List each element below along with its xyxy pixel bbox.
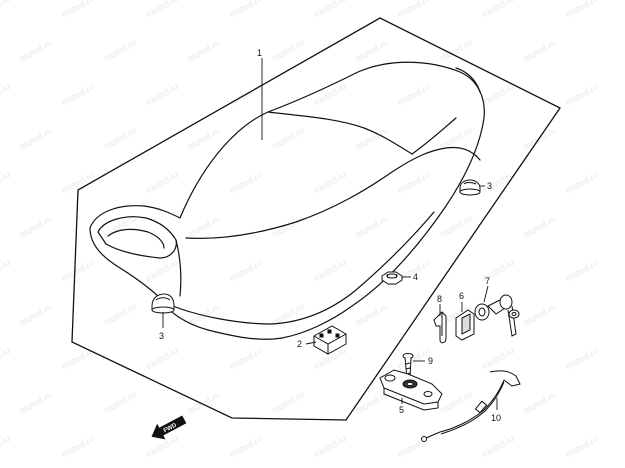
- watermark-text: motod.ru: [438, 389, 474, 415]
- callout-8: 8: [437, 294, 442, 304]
- watermark-text: motod.ru: [354, 213, 390, 239]
- watermark-text: motod.ru: [228, 257, 264, 283]
- callout-4: 4: [413, 272, 418, 282]
- watermark-text: motod.ru: [60, 81, 96, 107]
- callout-1: 1: [257, 48, 262, 58]
- watermark-text: motod.ru: [0, 81, 12, 107]
- watermark-text: motod.ru: [480, 345, 516, 371]
- watermark-text: motod.ru: [312, 257, 348, 283]
- watermark-text: motod.ru: [480, 169, 516, 195]
- callout-3-right: 3: [487, 181, 492, 191]
- cushion-right: [459, 179, 481, 196]
- seat: [89, 61, 485, 340]
- clip: [433, 311, 447, 344]
- watermark-text: motod.ru: [186, 213, 222, 239]
- watermark-text: motod.ru: [480, 81, 516, 107]
- watermark-text: motod.ru: [0, 257, 12, 283]
- watermark-text: motod.ru: [0, 0, 12, 20]
- watermark-text: motod.ru: [564, 169, 600, 195]
- watermark-text: motod.ru: [18, 389, 54, 415]
- watermark-text: motod.ru: [396, 169, 432, 195]
- watermark-text: motod.ru: [522, 301, 558, 327]
- watermark-text: motod.ru: [312, 0, 348, 20]
- watermark-text: motod.ru: [60, 257, 96, 283]
- watermark-text: motod.ru: [270, 37, 306, 63]
- callout-3-left: 3: [159, 331, 164, 341]
- watermark-text: motod.ru: [480, 0, 516, 20]
- watermark-text: motod.ru: [18, 37, 54, 63]
- watermark-text: motod.ru: [312, 169, 348, 195]
- callout-7: 7: [485, 276, 490, 286]
- watermark-text: motod.ru: [60, 345, 96, 371]
- callout-6: 6: [459, 291, 464, 301]
- bolt: [402, 353, 414, 379]
- watermark-text: motod.ru: [102, 37, 138, 63]
- watermark-text: motod.ru: [144, 0, 180, 20]
- lock-hook: [455, 309, 475, 341]
- watermark-text: motod.ru: [228, 169, 264, 195]
- nut: [381, 271, 403, 285]
- watermark-text: motod.ru: [354, 301, 390, 327]
- watermark-text: motod.ru: [0, 169, 12, 195]
- watermark-text: motod.ru: [144, 169, 180, 195]
- watermark-text: motod.ru: [228, 345, 264, 371]
- watermark-text: motod.ru: [564, 345, 600, 371]
- watermark-text: motod.ru: [186, 37, 222, 63]
- watermark-text: motod.ru: [228, 433, 264, 459]
- watermark-text: motod.ru: [564, 81, 600, 107]
- watermark-text: motod.ru: [0, 345, 12, 371]
- callout-9: 9: [428, 356, 433, 366]
- watermark-text: motod.ru: [228, 0, 264, 20]
- callout-labels: 1 2 3 3 4 5 6 7 8 9 10: [159, 48, 501, 423]
- watermark-text: motod.ru: [60, 0, 96, 20]
- callout-10: 10: [491, 413, 501, 423]
- watermark-text: motod.ru: [312, 433, 348, 459]
- watermark-text: motod.ru: [18, 301, 54, 327]
- watermark-text: motod.ru: [564, 257, 600, 283]
- watermark-text: motod.ru: [270, 125, 306, 151]
- watermark-text: motod.ru: [480, 433, 516, 459]
- watermark-text: motod.ru: [522, 389, 558, 415]
- watermark-text: motod.ru: [564, 0, 600, 20]
- watermark-text: motod.ru: [522, 37, 558, 63]
- cushion-left: [151, 293, 175, 314]
- watermark-text: motod.ru: [396, 0, 432, 20]
- watermark-text: motod.ru: [186, 125, 222, 151]
- watermark-text: motod.ru: [186, 389, 222, 415]
- watermark-text: motod.ru: [144, 257, 180, 283]
- leader-lines: [162, 58, 498, 410]
- callout-2: 2: [297, 339, 302, 349]
- watermark-text: motod.ru: [18, 125, 54, 151]
- watermark-text: motod.ru: [354, 37, 390, 63]
- watermark-text: motod.ru: [522, 125, 558, 151]
- watermark-text: motod.ru: [144, 345, 180, 371]
- watermark-text: motod.ru: [144, 81, 180, 107]
- watermark-text: motod.ru: [270, 389, 306, 415]
- damper: [313, 325, 347, 355]
- watermark-text: motod.ru: [60, 433, 96, 459]
- cable: [421, 370, 521, 442]
- watermark-text: motod.ru: [396, 81, 432, 107]
- watermark-text: motod.ru: [102, 389, 138, 415]
- watermark-text: motod.ru: [522, 213, 558, 239]
- watermark-text: motod.ru: [102, 125, 138, 151]
- watermark-text: motod.ru: [18, 213, 54, 239]
- watermark-text: motod.ru: [102, 301, 138, 327]
- lock-bracket: [379, 369, 443, 411]
- watermark-text: motod.ru: [0, 433, 12, 459]
- assembly-frame: [71, 17, 561, 421]
- watermark-text: motod.ru: [270, 213, 306, 239]
- lock-set: [474, 294, 520, 337]
- watermark-text: motod.ru: [354, 125, 390, 151]
- callout-5: 5: [399, 405, 404, 415]
- watermark-text: motod.ru: [438, 213, 474, 239]
- watermark-text: motod.ru: [564, 433, 600, 459]
- watermark-text: motod.ru: [396, 345, 432, 371]
- watermark-text: motod.ru: [438, 37, 474, 63]
